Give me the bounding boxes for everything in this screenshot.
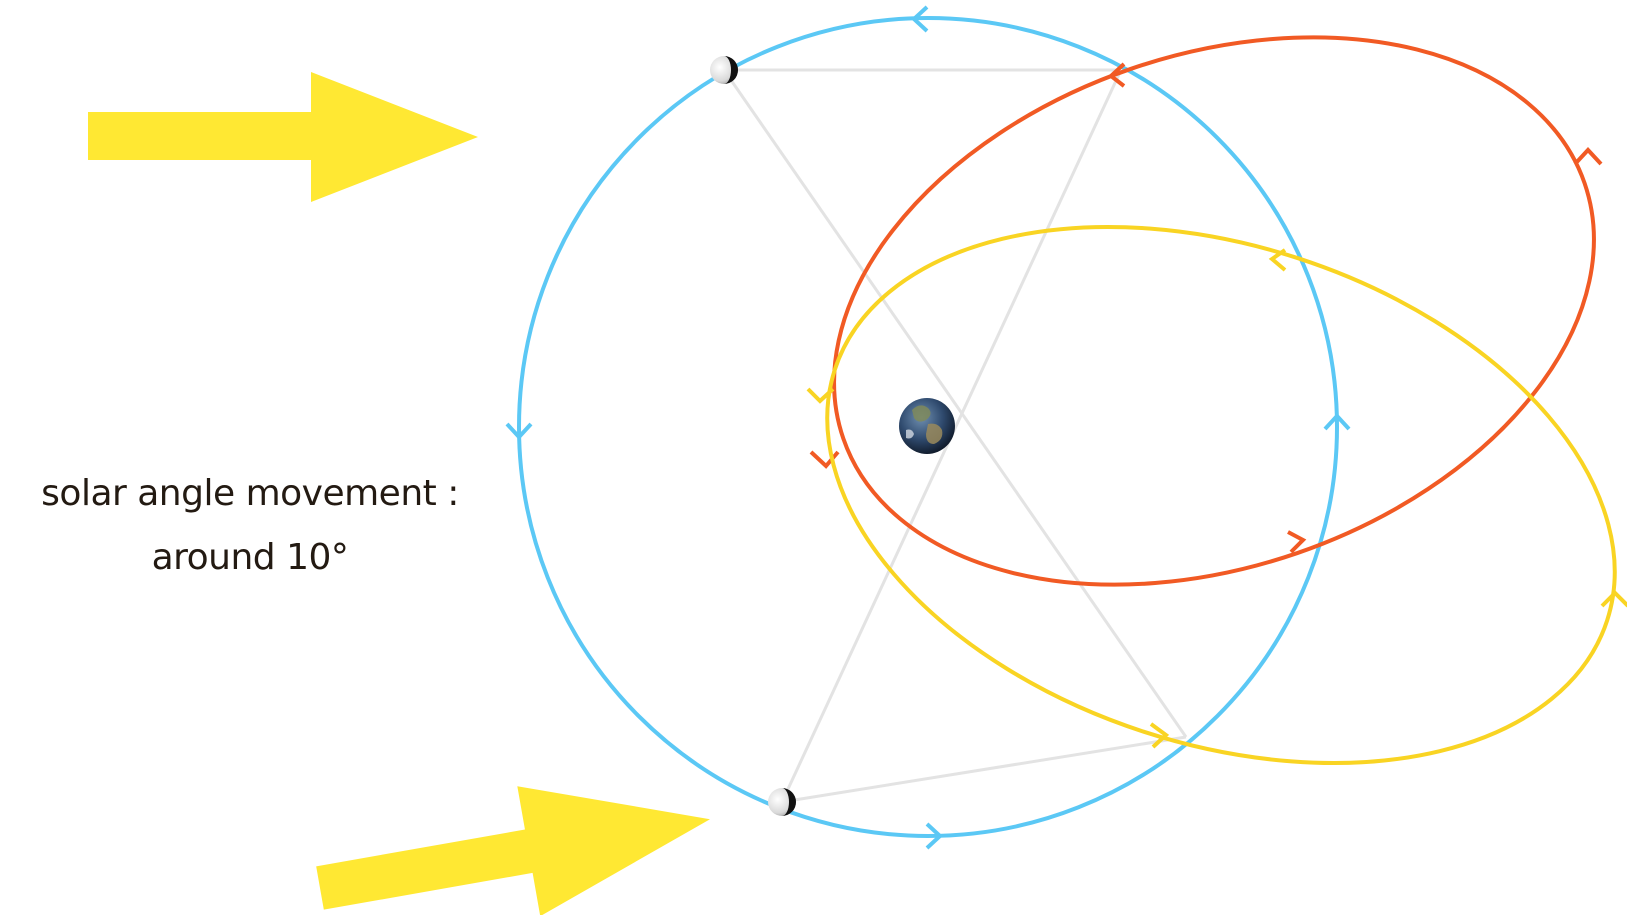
earth-icon <box>899 398 955 454</box>
elliptical-orbit-yellow <box>806 225 1627 765</box>
orbit-direction-arrow-left <box>505 422 533 440</box>
moon-icon-bottom <box>768 788 796 816</box>
guide-line-bottom <box>781 735 1187 804</box>
caption-line-1: solar angle movement : <box>41 473 459 514</box>
orbit-direction-arrow-red-left <box>809 450 840 469</box>
orbit-direction-arrow-red-right <box>1573 147 1603 166</box>
orbit-direction-arrow-bottom <box>925 822 943 850</box>
elliptical-orbit-red <box>809 35 1603 587</box>
orbit-direction-arrow-yellow-right <box>1600 590 1627 608</box>
orbit-direction-arrow-right <box>1323 413 1351 431</box>
orbit-direction-arrow-yellow-bottom <box>1149 722 1170 749</box>
orbit-direction-arrow-yellow-left <box>806 387 835 404</box>
circular-orbit <box>505 5 1351 850</box>
caption-line-2: around 10° <box>151 537 349 578</box>
sun-ray-arrow-icon-top <box>88 72 478 202</box>
orbit-direction-arrow-top <box>911 5 929 33</box>
moon-icon-top <box>710 56 738 84</box>
solar-angle-caption: solar angle movement : around 10° <box>0 462 500 590</box>
guide-line-top-left-diag <box>722 69 1188 738</box>
orbit-direction-arrow-red-bottom <box>1287 530 1307 554</box>
sun-ray-arrow-icon-bottom <box>316 786 710 915</box>
orbit-direction-arrow-yellow-top <box>1268 248 1287 272</box>
orbit-direction-arrow-red-top <box>1107 62 1126 88</box>
guide-lines <box>722 68 1188 804</box>
